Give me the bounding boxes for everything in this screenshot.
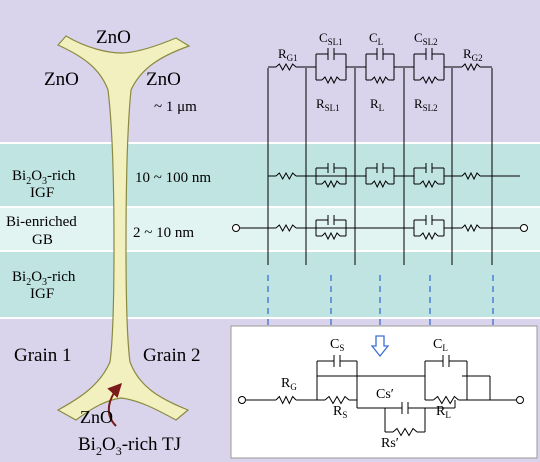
igf-top-label: Bi2O3-rich bbox=[12, 168, 76, 187]
resistor-symbol bbox=[275, 62, 297, 72]
resistor-symbol bbox=[371, 75, 389, 85]
rg1-label: RG1 bbox=[278, 46, 298, 63]
resistor-symbol bbox=[461, 62, 481, 72]
ladder-circuit bbox=[232, 48, 528, 265]
rg-label: RG bbox=[281, 376, 297, 392]
zno-top-label: ZnO bbox=[96, 27, 131, 48]
gb-label-line2: GB bbox=[32, 232, 53, 248]
tj-arrow bbox=[107, 382, 122, 427]
resistor-symbol bbox=[371, 179, 389, 189]
terminal-dot bbox=[238, 396, 246, 404]
terminal-dot bbox=[232, 224, 240, 232]
resistor-symbol bbox=[461, 223, 481, 233]
zno-right-label: ZnO bbox=[146, 69, 181, 90]
dashed-guides bbox=[267, 275, 494, 333]
csl2-label: CSL2 bbox=[414, 30, 438, 47]
rsl1-label: RSL1 bbox=[316, 96, 340, 113]
equivalent-labels: CS CL RG RS RL Cs′ Rs′ bbox=[281, 337, 451, 451]
resistor-symbol bbox=[321, 231, 341, 241]
zno-left-label: ZnO bbox=[44, 69, 79, 90]
resistor-symbol bbox=[275, 395, 297, 405]
grain1-label: Grain 1 bbox=[14, 345, 72, 366]
gb-label: Bi-enriched bbox=[6, 214, 77, 230]
igf-top-band bbox=[0, 143, 540, 207]
equivalent-circuit-box bbox=[230, 325, 538, 459]
resistor-symbol bbox=[461, 171, 481, 181]
igf-bottom-label: Bi2O3-rich bbox=[12, 269, 76, 288]
ladder-labels: RG1 CSL1 CL CSL2 RG2 RSL1 RL RSL2 bbox=[278, 30, 483, 113]
cs-prime-label: Cs′ bbox=[376, 387, 394, 402]
resistor-symbol bbox=[321, 75, 341, 85]
resistor-symbol bbox=[419, 75, 439, 85]
rl-equiv-label: RL bbox=[436, 404, 451, 420]
resistor-symbol bbox=[392, 427, 418, 437]
grain2-label: Grain 2 bbox=[143, 345, 201, 366]
csl1-label: CSL1 bbox=[319, 30, 343, 47]
tj-label: Bi2O3-rich TJ bbox=[78, 434, 181, 458]
resistor-symbol bbox=[275, 171, 297, 181]
rg2-label: RG2 bbox=[463, 46, 483, 63]
rs-label: RS bbox=[333, 404, 347, 420]
rl-label: RL bbox=[370, 96, 384, 113]
rs-prime-label: Rs′ bbox=[381, 436, 399, 451]
zno-bottom-label: ZnO bbox=[80, 407, 113, 427]
resistor-symbol bbox=[419, 179, 439, 189]
resistor-symbol bbox=[419, 231, 439, 241]
gb-thickness: 2 ~ 10 nm bbox=[133, 225, 194, 241]
grain-boundary-shape bbox=[56, 35, 191, 421]
grain-top-band bbox=[0, 0, 540, 143]
igf-top-label-line2: IGF bbox=[30, 185, 54, 201]
cl-label: CL bbox=[369, 30, 383, 47]
equivalent-circuit bbox=[238, 355, 524, 437]
down-arrow-icon bbox=[370, 335, 390, 358]
terminal-dot bbox=[516, 396, 524, 404]
cl-equiv-label: CL bbox=[433, 337, 448, 353]
igf-top-thickness: 10 ~ 100 nm bbox=[135, 170, 211, 186]
grain-size-label: ~ 1 μm bbox=[154, 99, 197, 115]
igf-bottom-band bbox=[0, 251, 540, 318]
resistor-symbol bbox=[321, 179, 341, 189]
resistor-symbol bbox=[275, 223, 297, 233]
resistor-symbol bbox=[324, 395, 350, 405]
igf-bottom-label-line2: IGF bbox=[30, 286, 54, 302]
rsl2-label: RSL2 bbox=[414, 96, 438, 113]
gb-band bbox=[0, 207, 540, 251]
terminal-dot bbox=[520, 224, 528, 232]
resistor-symbol bbox=[433, 395, 459, 405]
cs-label: CS bbox=[330, 337, 344, 353]
